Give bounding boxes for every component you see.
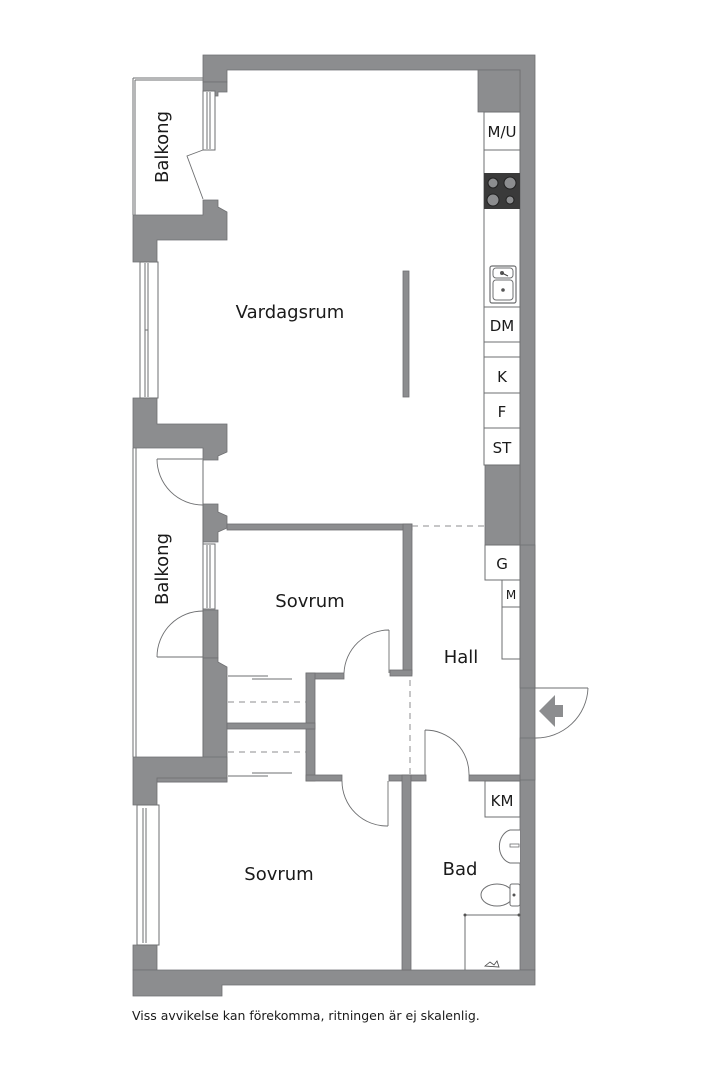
disclaimer-text: Viss avvikelse kan förekomma, ritningen …: [132, 1008, 480, 1023]
balcony-top: [132, 77, 203, 215]
entrance-arrow-icon: [539, 695, 563, 727]
kitchen-sink-icon: [489, 265, 517, 304]
partition-bar: [402, 270, 410, 398]
hall-closets: [484, 544, 521, 660]
room-label-hall: Hall: [444, 647, 479, 668]
washbasin-icon: [498, 829, 520, 864]
fixture-label-km: KM: [491, 792, 514, 810]
exterior-walls: [132, 54, 536, 997]
toilet-icon: [480, 883, 521, 907]
fixture-label-dm: DM: [490, 317, 515, 335]
wardrobes: [228, 675, 306, 777]
doors: [156, 149, 589, 827]
fixture-label-st: ST: [493, 439, 513, 457]
interior-walls: [156, 523, 521, 971]
room-label-sovrum-1: Sovrum: [275, 591, 344, 612]
km-cabinet: [484, 780, 521, 818]
room-label-vardagsrum: Vardagsrum: [236, 302, 345, 323]
fixture-label-k: K: [497, 368, 508, 386]
fixture-label-g: G: [496, 555, 508, 573]
fixture-label-mu: M/U: [488, 123, 517, 141]
room-label-bad: Bad: [443, 859, 478, 880]
shower-area: [463, 913, 521, 970]
dashed-divisions: [409, 150, 503, 775]
fixture-label-f: F: [498, 403, 507, 421]
room-label-sovrum-2: Sovrum: [244, 864, 313, 885]
room-label-balkong-top: Balkong: [152, 111, 173, 183]
room-label-balkong-middle: Balkong: [152, 533, 173, 605]
fixture-label-m: M: [506, 588, 516, 602]
stove-icon: [484, 173, 520, 209]
windows: [136, 90, 216, 946]
